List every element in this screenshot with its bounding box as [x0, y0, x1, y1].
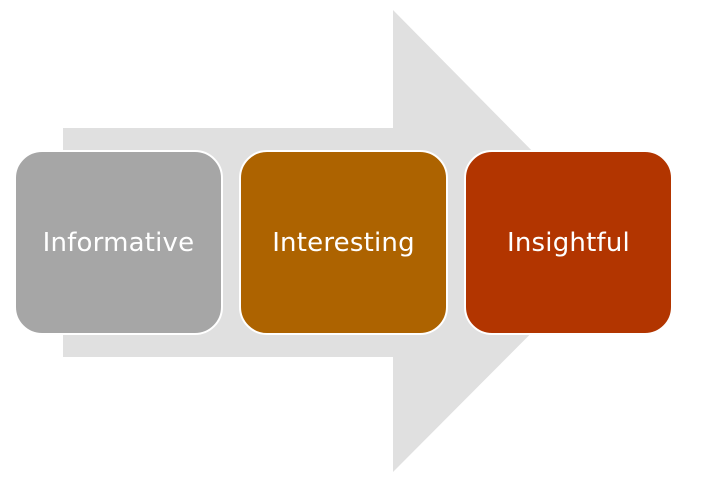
step-label-interesting: Interesting — [272, 227, 415, 258]
step-box-interesting: Interesting — [239, 150, 448, 335]
step-label-informative: Informative — [42, 227, 195, 258]
step-box-informative: Informative — [14, 150, 223, 335]
step-label-insightful: Insightful — [507, 227, 630, 258]
step-box-insightful: Insightful — [464, 150, 673, 335]
